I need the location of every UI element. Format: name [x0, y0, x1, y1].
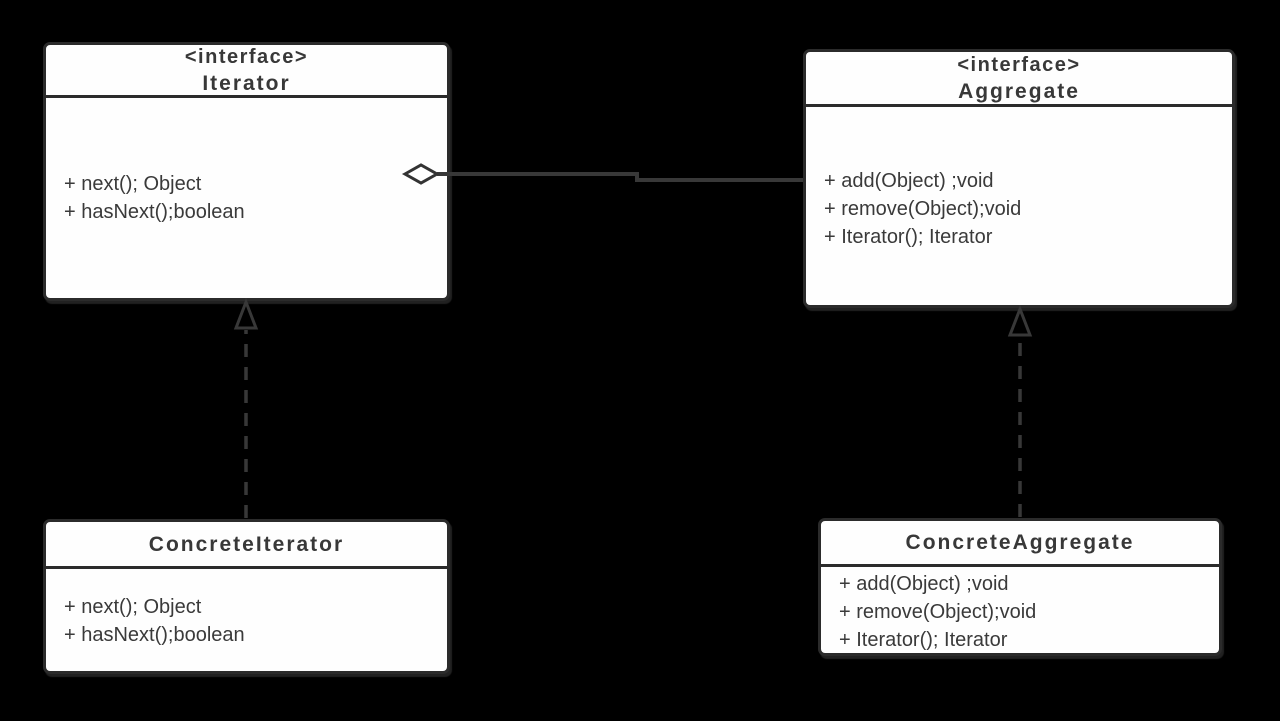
class-iterator-methods: + next(); Object + hasNext();boolean	[46, 98, 447, 226]
class-iterator-stereotype: <interface>	[184, 45, 309, 68]
class-concrete-aggregate-methods: + add(Object) ;void + remove(Object);voi…	[821, 567, 1219, 654]
class-concrete-iterator: ConcreteIterator + next(); Object + hasN…	[43, 519, 450, 674]
class-concrete-aggregate-name: ConcreteAggregate	[905, 531, 1135, 554]
method: + next(); Object	[64, 596, 202, 618]
class-iterator-header: <interface> Iterator	[46, 45, 447, 98]
realization-arrow-concrete-aggregate	[1007, 304, 1033, 517]
method: + hasNext();boolean	[64, 624, 245, 646]
class-iterator: <interface> Iterator + next(); Object + …	[43, 42, 450, 301]
class-aggregate-header: <interface> Aggregate	[806, 52, 1232, 107]
realization-triangle-icon	[1007, 304, 1033, 337]
class-concrete-iterator-methods: + next(); Object + hasNext();boolean	[46, 569, 447, 649]
method: + remove(Object);void	[839, 601, 1037, 623]
realization-triangle-icon	[233, 297, 259, 330]
class-concrete-aggregate: ConcreteAggregate + add(Object) ;void + …	[818, 518, 1222, 656]
realization-arrow-concrete-iterator	[233, 297, 259, 518]
method: + add(Object) ;void	[824, 170, 994, 192]
class-concrete-iterator-header: ConcreteIterator	[46, 522, 447, 569]
method: + remove(Object);void	[824, 198, 1022, 220]
aggregation-line	[437, 172, 803, 182]
method: + Iterator(); Iterator	[839, 629, 1008, 651]
class-aggregate-name: Aggregate	[958, 79, 1080, 103]
class-iterator-name: Iterator	[202, 71, 291, 95]
class-aggregate-stereotype: <interface>	[957, 53, 1081, 76]
method: + hasNext();boolean	[64, 201, 245, 223]
method: + Iterator(); Iterator	[824, 226, 993, 248]
aggregation-connector	[401, 163, 803, 185]
class-concrete-iterator-name: ConcreteIterator	[148, 532, 345, 556]
class-concrete-aggregate-header: ConcreteAggregate	[821, 521, 1219, 567]
method: + add(Object) ;void	[839, 573, 1009, 595]
class-aggregate-methods: + add(Object) ;void + remove(Object);voi…	[806, 107, 1232, 251]
class-aggregate: <interface> Aggregate + add(Object) ;voi…	[803, 49, 1235, 308]
method: + next(); Object	[64, 173, 202, 195]
